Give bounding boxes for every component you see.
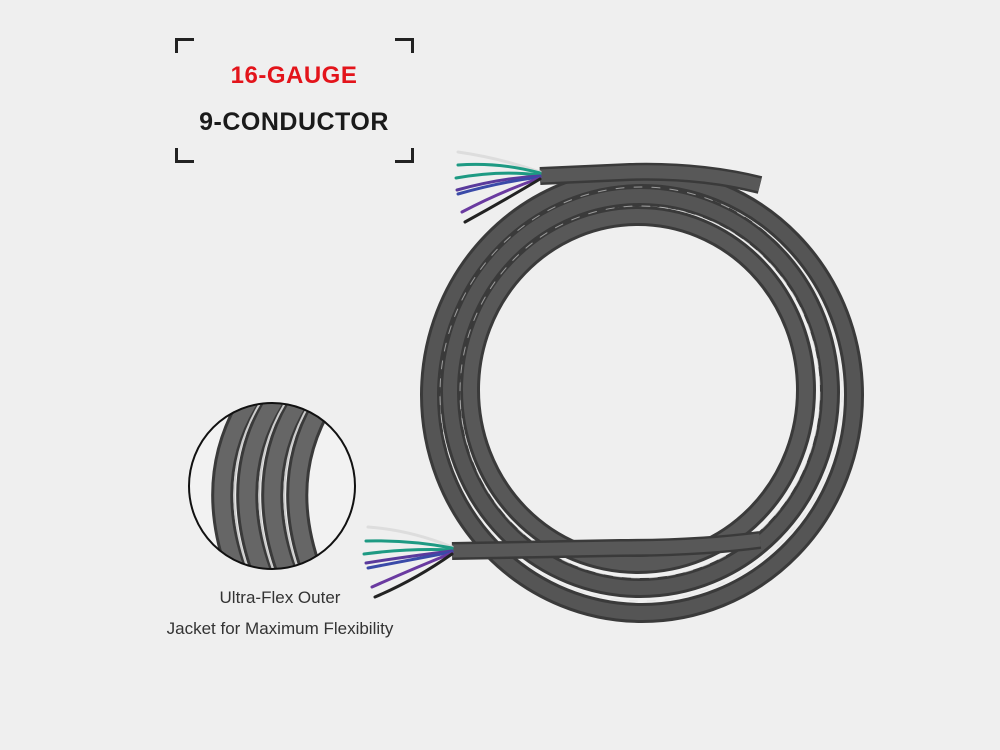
frame-corner-bottom-left: [175, 148, 194, 163]
conductor-wires-top: [454, 150, 542, 224]
frame-corner-bottom-right: [395, 148, 414, 163]
conductor-label: 9-CONDUCTOR: [199, 108, 389, 136]
conductor-wires-bottom: [362, 525, 454, 599]
frame-corner-top-right: [395, 38, 414, 53]
gauge-label: 16-GAUGE: [230, 62, 358, 89]
cable-end-top: [454, 150, 763, 224]
caption-line-1: Ultra-Flex Outer: [219, 588, 341, 607]
caption-line-2: Jacket for Maximum Flexibility: [166, 619, 394, 638]
jacket-detail-magnifier: [188, 402, 356, 570]
cable-coil: [420, 167, 864, 623]
frame-corner-top-left: [175, 38, 194, 53]
cable-end-bottom: [362, 525, 762, 599]
